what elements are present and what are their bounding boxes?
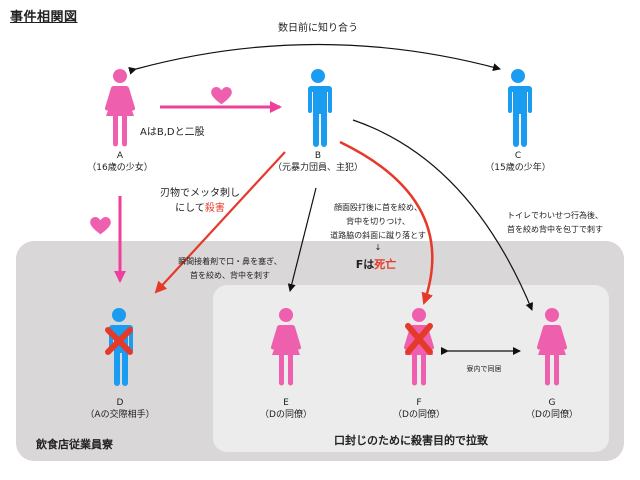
stab-annotation: 刃物でメッタ刺し にして殺害 bbox=[150, 186, 250, 216]
g-attack-annotation: トイレでわいせつ行為後、 首を絞め背中を包丁で刺す bbox=[490, 209, 620, 237]
inner-group-label: 口封じのために殺害目的で拉致 bbox=[334, 434, 488, 447]
met-days-ago-arrow bbox=[128, 43, 501, 75]
f-attack-annotation: 顔面殴打後に首を絞め、 背中を切りつけ、 道路脇の斜面に蹴り落とす ↓ bbox=[318, 201, 438, 253]
person-b-desc: （元暴力団員、主犯） bbox=[272, 163, 363, 173]
stab-line1: 刃物でメッタ刺し bbox=[160, 188, 240, 199]
stab-line2: にして殺害 bbox=[150, 201, 250, 216]
cohabit-label: 寮内で同居 bbox=[466, 365, 502, 373]
down-arrow-icon: ↓ bbox=[374, 243, 382, 252]
outer-group-label: 飲食店従業員寮 bbox=[36, 438, 113, 451]
person-a-desc: （16歳の少女） bbox=[87, 163, 153, 173]
deceased-x-icon bbox=[405, 323, 433, 355]
g-line2: 首を絞め背中を包丁で刺す bbox=[507, 225, 603, 234]
person-a-label: A （16歳の少女） bbox=[70, 150, 170, 174]
person-g-female-icon bbox=[536, 308, 568, 386]
person-f-female-icon bbox=[403, 308, 435, 386]
person-b-label: B （元暴力団員、主犯） bbox=[268, 150, 368, 174]
person-e-female-icon bbox=[270, 308, 302, 386]
stab-line2-kill: 殺害 bbox=[204, 203, 225, 214]
stab-line2-prefix: にして bbox=[175, 203, 205, 214]
g-line1: トイレでわいせつ行為後、 bbox=[507, 211, 603, 220]
person-b-letter: B bbox=[314, 151, 322, 161]
person-g-desc: （Dの同僚） bbox=[526, 410, 578, 420]
b-to-e-arrow bbox=[287, 187, 317, 292]
f-line3: 道路脇の斜面に蹴り落とす bbox=[330, 231, 426, 240]
person-e-label: E （Dの同僚） bbox=[236, 397, 336, 421]
person-c-desc: （15歳の少年） bbox=[485, 163, 551, 173]
f-line1: 顔面殴打後に首を絞め、 bbox=[334, 203, 422, 212]
heart-icon bbox=[90, 217, 111, 235]
person-d-label: D （Aの交際相手） bbox=[70, 397, 170, 421]
person-a-letter: A bbox=[116, 151, 124, 161]
person-a-female-icon bbox=[104, 69, 136, 147]
b-to-f-kill-arrow bbox=[339, 140, 434, 305]
person-d-desc: （Aの交際相手） bbox=[85, 410, 155, 420]
person-c-letter: C bbox=[514, 151, 522, 161]
b-to-d-kill-arrow bbox=[154, 151, 286, 294]
f-dead-red: 死亡 bbox=[374, 258, 397, 271]
person-e-letter: E bbox=[283, 398, 289, 408]
person-b-male-icon bbox=[307, 69, 332, 147]
glue-annotation: 瞬間接着剤で口・鼻を塞ぎ、 首を絞め、背中を刺す bbox=[165, 255, 295, 283]
person-c-label: C （15歳の少年） bbox=[468, 150, 568, 174]
glue-line1: 瞬間接着剤で口・鼻を塞ぎ、 bbox=[178, 257, 282, 266]
page-title: 事件相関図 bbox=[10, 10, 78, 25]
met-days-ago-label: 数日前に知り合う bbox=[278, 23, 358, 34]
person-g-label: G （Dの同僚） bbox=[502, 397, 602, 421]
glue-line2: 首を絞め、背中を刺す bbox=[190, 271, 270, 280]
f-dead-prefix: Fは bbox=[355, 258, 375, 271]
person-d-letter: D bbox=[116, 398, 124, 408]
person-f-desc: （Dの同僚） bbox=[393, 410, 445, 420]
deceased-x-icon bbox=[105, 327, 133, 355]
f-line2: 背中を切りつけ、 bbox=[346, 217, 410, 226]
person-f-letter: F bbox=[416, 398, 422, 408]
person-f-label: F （Dの同僚） bbox=[369, 397, 469, 421]
person-e-desc: （Dの同僚） bbox=[260, 410, 312, 420]
f-dead-label: Fは死亡 bbox=[346, 256, 406, 272]
person-c-male-icon bbox=[507, 69, 532, 147]
person-g-letter: G bbox=[548, 398, 556, 408]
b-to-g-arrow bbox=[352, 119, 534, 311]
two-timing-label: AはB,Dと二股 bbox=[140, 127, 205, 138]
heart-icon bbox=[211, 87, 232, 105]
